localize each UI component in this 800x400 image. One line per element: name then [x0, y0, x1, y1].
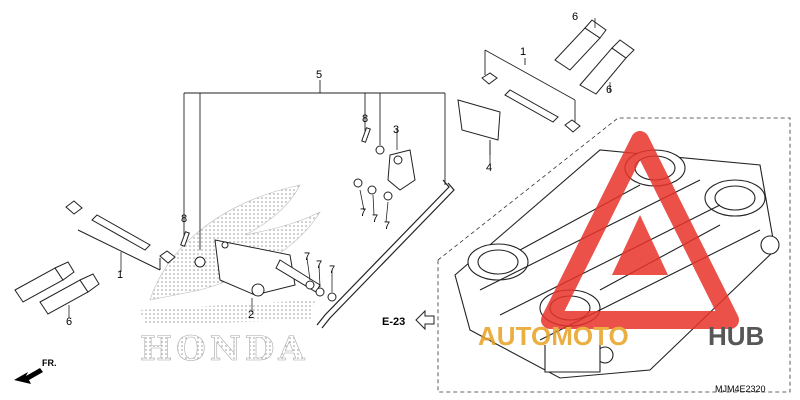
part-1-top — [481, 72, 581, 133]
callout-7-e: 7 — [316, 259, 322, 271]
callout-6-a: 6 — [572, 11, 578, 23]
callout-4: 4 — [486, 162, 492, 174]
callout-7-b: 7 — [372, 213, 378, 225]
front-label: FR. — [42, 358, 57, 368]
bolts-7 — [305, 178, 393, 302]
reference-e23[interactable]: E-23 — [382, 309, 435, 331]
callout-7-f: 7 — [329, 264, 335, 276]
part-6-top — [554, 19, 635, 95]
callout-2: 2 — [248, 309, 254, 321]
reference-arrow-icon — [415, 309, 435, 331]
leader-lines — [68, 18, 611, 318]
callout-7-a: 7 — [360, 207, 366, 219]
honda-brand-text: HONDA — [140, 329, 309, 369]
part-1-left — [65, 200, 176, 271]
part-4-bracket — [457, 99, 501, 155]
watermark-text-part2: HUB — [708, 321, 764, 351]
callout-6-c: 6 — [66, 316, 72, 328]
watermark-logo: AUTOMOTO HUB — [478, 131, 764, 351]
bracket-1-top — [484, 49, 576, 125]
callout-3: 3 — [393, 124, 399, 136]
callout-7-c: 7 — [384, 220, 390, 232]
callout-1-top: 1 — [520, 46, 526, 58]
honda-wing-logo: HONDA — [140, 184, 321, 369]
front-direction: FR. — [14, 358, 57, 384]
callout-1-left: 1 — [117, 269, 123, 281]
bracket-5 — [183, 80, 446, 250]
pins-8 — [180, 127, 371, 247]
callout-8-b: 8 — [362, 113, 368, 125]
assembly-outline — [437, 117, 791, 393]
front-arrow-icon — [14, 368, 43, 384]
callout-8-a: 8 — [181, 213, 187, 225]
linkage-rod — [316, 179, 455, 329]
part-3-bracket — [375, 145, 416, 191]
diagram-code: MJM4E2320 — [715, 384, 766, 394]
reference-label[interactable]: E-23 — [382, 316, 405, 328]
callout-5: 5 — [316, 69, 322, 81]
callout-7-d: 7 — [304, 251, 310, 263]
callout-6-b: 6 — [606, 84, 612, 96]
part-6-left — [14, 261, 100, 315]
watermark-text-part1: AUTOMOTO — [478, 321, 629, 351]
